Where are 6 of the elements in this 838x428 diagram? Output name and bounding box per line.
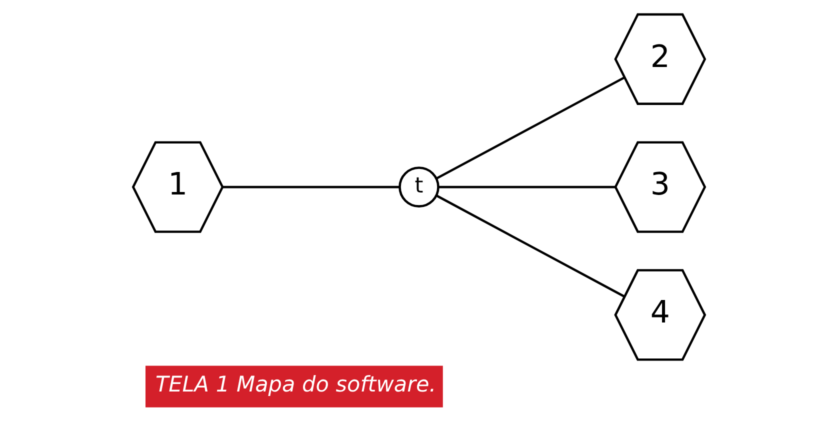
connector [438, 186, 616, 188]
node-circle: t [398, 166, 440, 208]
connector [223, 186, 400, 188]
connector [436, 194, 625, 298]
caption: TELA 1 Mapa do software. [156, 372, 436, 398]
connector [436, 76, 625, 180]
